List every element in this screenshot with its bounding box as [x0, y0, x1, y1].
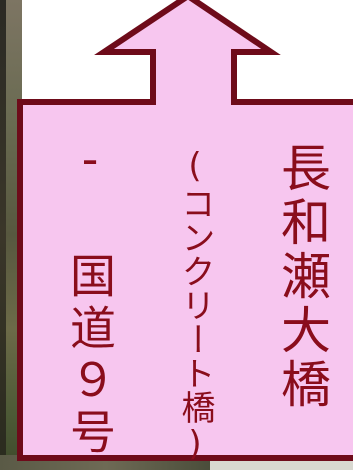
- background-photo-edge: [0, 0, 6, 470]
- bridge-name: 長和瀬大橋: [273, 142, 331, 412]
- up-arrow-icon: [17, 0, 353, 461]
- bridge-type: (コンクリート橋): [175, 146, 215, 464]
- route-name: - 国道９号 -: [63, 132, 117, 470]
- sign-text: 長和瀬大橋 (コンクリート橋) - 国道９号 -: [63, 132, 331, 470]
